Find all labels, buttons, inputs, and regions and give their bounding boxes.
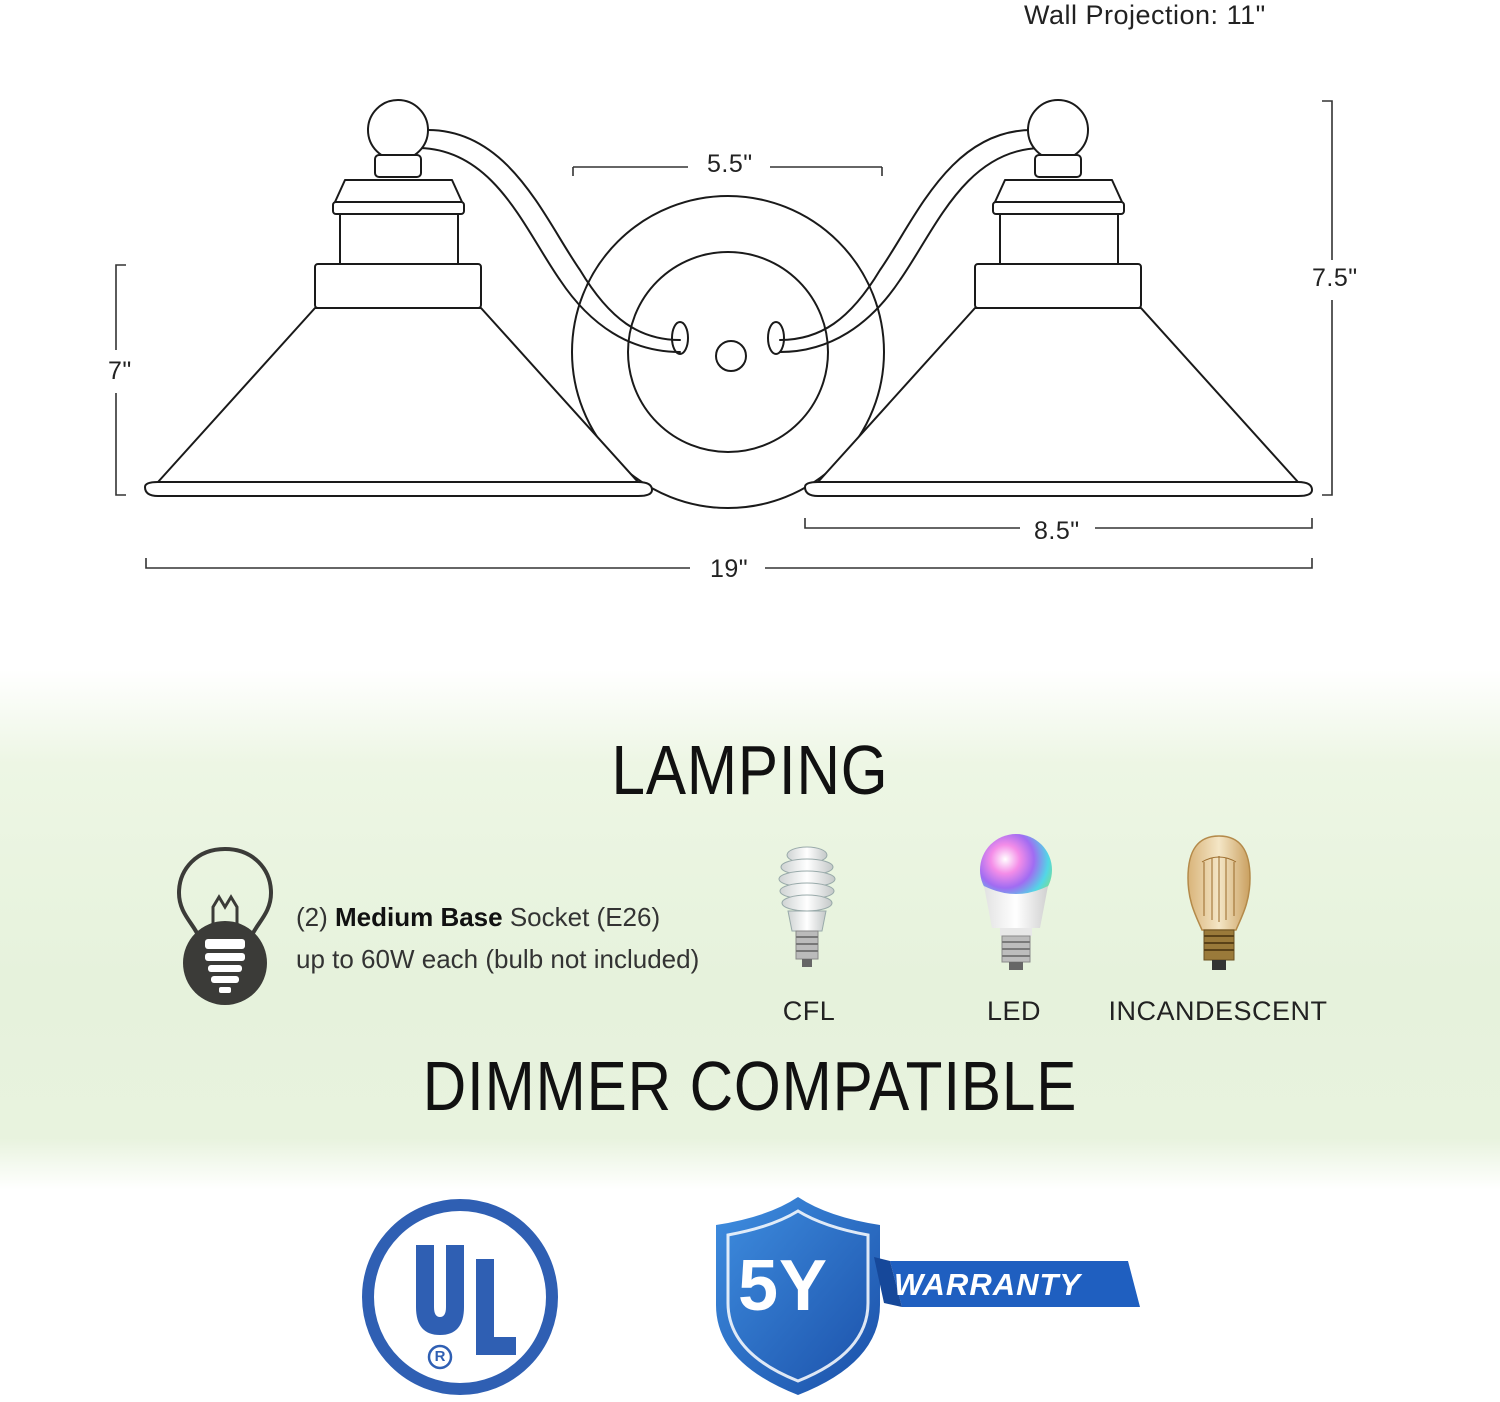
- right-finial: [1027, 99, 1089, 161]
- ul-text: UL: [360, 1197, 361, 1198]
- right-arm: [779, 129, 1033, 341]
- warranty-badge: 5Y WARRANTY: [708, 1195, 1148, 1396]
- cfl-bulb-icon: [778, 846, 836, 967]
- fixture-dimension-drawing: [115, 99, 1333, 569]
- arm-spacing-label: 5.5": [707, 150, 753, 178]
- warranty-years: 5Y: [738, 1246, 829, 1326]
- led-bulb-icon: [980, 834, 1052, 970]
- bulb-label-led: LED: [986, 996, 1042, 1026]
- ul-logo: R UL: [360, 1197, 560, 1397]
- ul-registered-mark: R: [434, 1348, 446, 1365]
- backplate-outer: [571, 195, 885, 509]
- socket-bold: Medium Base: [335, 902, 503, 932]
- shade-width-label: 8.5": [1034, 517, 1080, 545]
- socket-line2: up to 60W each (bulb not included): [296, 944, 700, 974]
- left-shade: [157, 307, 639, 483]
- left-finial: [367, 99, 429, 161]
- left-arm: [427, 129, 681, 341]
- socket-prefix: (2): [296, 902, 335, 932]
- backplate-inner: [627, 251, 829, 453]
- lamping-heading: LAMPING: [611, 731, 889, 809]
- mounting-screw: [715, 340, 747, 372]
- total-height-label: 7.5": [1312, 264, 1358, 292]
- socket-suffix: Socket (E26): [502, 902, 661, 932]
- incandescent-bulb-icon: [1187, 835, 1251, 970]
- dimmer-compatible-heading: DIMMER COMPATIBLE: [422, 1047, 1078, 1125]
- right-shade: [817, 307, 1299, 483]
- bulb-label-cfl: CFL: [782, 996, 836, 1026]
- warranty-shield-icon: [716, 1197, 1140, 1395]
- total-width-label: 19": [710, 555, 749, 583]
- right-arm-inner: [779, 147, 1041, 353]
- warranty-label: WARRANTY: [894, 1267, 1082, 1302]
- socket-description: (2) Medium Base Socket (E26) up to 60W e…: [296, 896, 699, 980]
- bulb-label-incandescent: INCANDESCENT: [1108, 996, 1328, 1026]
- left-arm-joint: [671, 321, 689, 355]
- ul-circle-icon: [362, 1199, 558, 1395]
- socket-bulb-icon: [176, 846, 274, 1005]
- left-arm-inner: [419, 147, 681, 353]
- right-arm-joint: [767, 321, 785, 355]
- shade-height-label: 7": [108, 357, 132, 385]
- wall-projection-label: Wall Projection: 11": [1024, 0, 1266, 30]
